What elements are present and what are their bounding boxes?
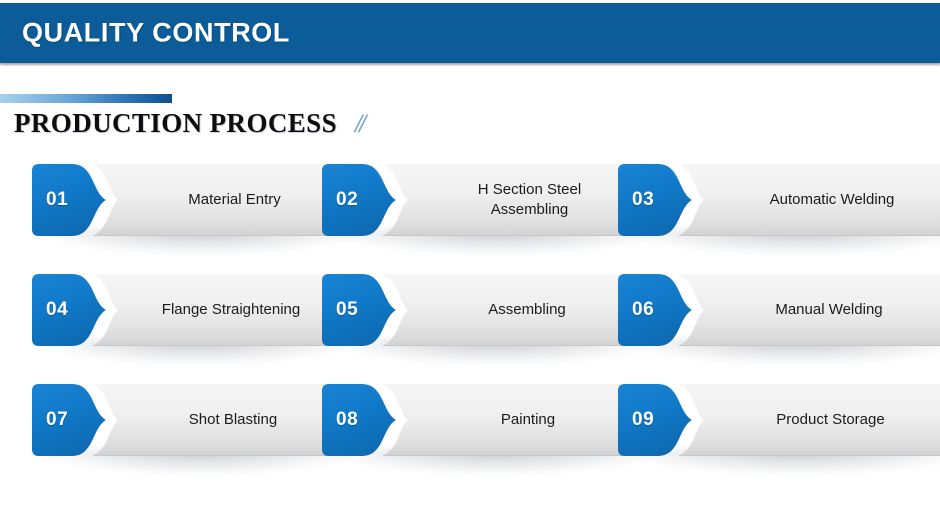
process-step-label: Automatic Welding: [769, 191, 895, 209]
process-step-number: 01: [32, 164, 106, 236]
process-step-label-panel: Manual Welding: [678, 274, 940, 346]
section-heading-text: PRODUCTION PROCESS: [14, 108, 337, 138]
process-step-label-panel: Product Storage: [678, 384, 940, 456]
process-step-label: Flange Straightening: [161, 301, 301, 319]
double-slash-icon: //: [355, 109, 367, 138]
process-step-label: Painting: [500, 411, 556, 429]
process-row: 07 Shot Blasting 08 Painting 09 Product Stora…: [0, 380, 940, 490]
process-step-number: 08: [322, 384, 396, 456]
process-step-card[interactable]: 04 Flange Straightening: [32, 274, 350, 346]
process-step-card[interactable]: 06 Manual Welding: [618, 274, 940, 346]
section-heading: PRODUCTION PROCESS //: [14, 108, 367, 139]
process-step-label-panel: Assembling: [382, 274, 652, 346]
process-step-number: 06: [618, 274, 692, 346]
process-step-label-panel: H Section Steel Assembling: [382, 164, 657, 236]
process-step-number: 02: [322, 164, 396, 236]
process-step-card[interactable]: 08 Painting: [322, 384, 654, 456]
process-step-label: H Section Steel Assembling: [477, 181, 582, 218]
process-step-number: 05: [322, 274, 396, 346]
process-step-card[interactable]: 05 Assembling: [322, 274, 652, 346]
process-step-card[interactable]: 07 Shot Blasting: [32, 384, 354, 456]
process-step-label: Manual Welding: [775, 301, 883, 319]
process-step-card[interactable]: 09 Product Storage: [618, 384, 940, 456]
process-step-number: 03: [618, 164, 692, 236]
page-title: QUALITY CONTROL: [22, 17, 290, 48]
process-step-card[interactable]: 01 Material Entry: [32, 164, 357, 236]
process-step-number: 09: [618, 384, 692, 456]
process-step-label: Shot Blasting: [188, 411, 278, 429]
process-row: 04 Flange Straightening 05 Assembling 06 Manu…: [0, 270, 940, 380]
process-step-label-panel: Material Entry: [92, 164, 357, 236]
section-accent-bar: [0, 94, 172, 103]
process-row: 01 Material Entry 02 H Section Steel Assemb…: [0, 160, 940, 270]
production-process-grid: 01 Material Entry 02 H Section Steel Assemb…: [0, 160, 940, 490]
process-step-label: Assembling: [488, 301, 566, 319]
process-step-label: Material Entry: [188, 191, 281, 209]
process-step-label-panel: Shot Blasting: [92, 384, 354, 456]
process-step-label-panel: Automatic Welding: [678, 164, 940, 236]
process-step-label-panel: Painting: [382, 384, 654, 456]
process-step-label: Product Storage: [776, 411, 885, 429]
process-step-number: 07: [32, 384, 106, 456]
process-step-label-panel: Flange Straightening: [92, 274, 350, 346]
process-step-number: 04: [32, 274, 106, 346]
process-step-card[interactable]: 02 H Section Steel Assembling: [322, 164, 657, 236]
page-header-band: QUALITY CONTROL: [0, 3, 940, 63]
process-step-card[interactable]: 03 Automatic Welding: [618, 164, 940, 236]
